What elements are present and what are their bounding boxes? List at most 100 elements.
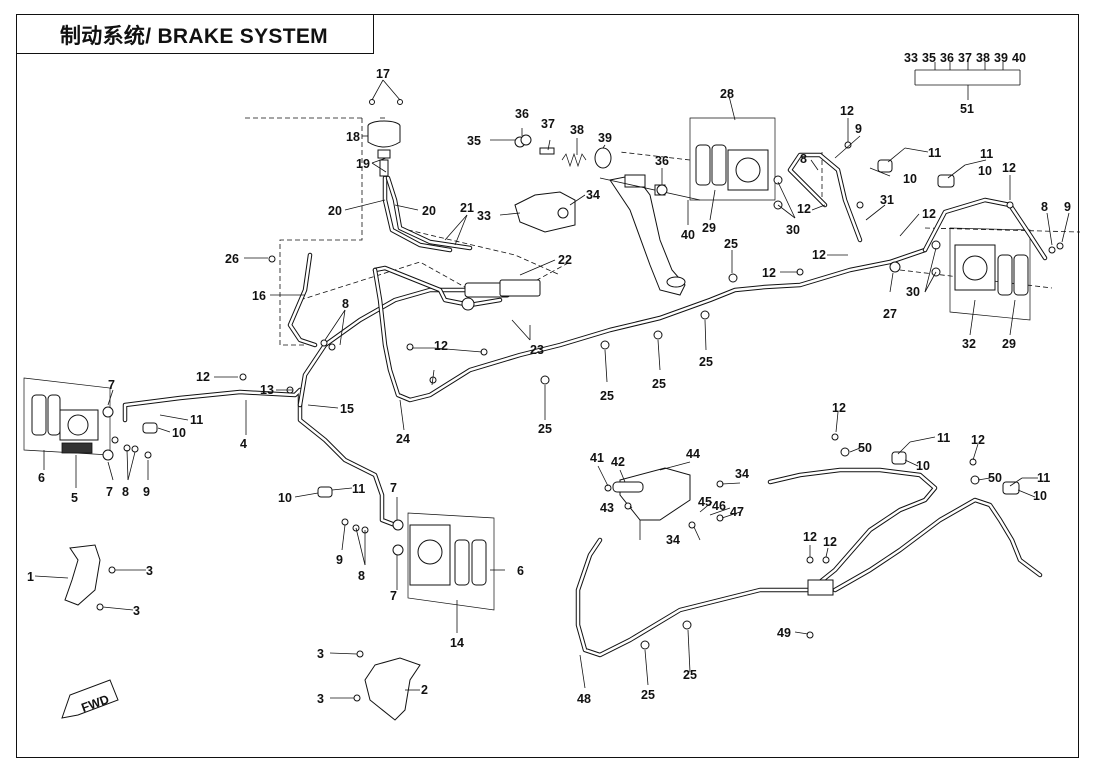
callout-1: 1 [27, 570, 34, 584]
callout-8-rear-left: 8 [800, 152, 807, 166]
callout-27: 27 [883, 307, 897, 321]
callout-22: 22 [558, 253, 572, 267]
callout-29-left: 29 [702, 221, 716, 235]
callout-25-a: 25 [538, 422, 552, 436]
brake-pedal [514, 136, 701, 296]
callout-29-right: 29 [1002, 337, 1016, 351]
callout-8-left: 8 [122, 485, 129, 499]
callout-41: 41 [590, 451, 604, 465]
callout-46: 46 [712, 499, 726, 513]
callout-13: 13 [260, 383, 274, 397]
callout-45: 45 [698, 495, 712, 509]
callout-3-c: 3 [317, 647, 324, 661]
callout-12-rear-d: 12 [1002, 161, 1016, 175]
spring [561, 152, 587, 168]
callout-2: 2 [421, 683, 428, 697]
callout-18: 18 [346, 130, 360, 144]
callout-21: 21 [460, 201, 474, 215]
reservoir [367, 120, 401, 177]
callout-12-top: 12 [840, 104, 854, 118]
callout-43: 43 [600, 501, 614, 515]
callout-24: 24 [396, 432, 410, 446]
callout-44: 44 [686, 447, 700, 461]
callout-38: 38 [570, 123, 584, 137]
callout-12-rear-b: 12 [812, 248, 826, 262]
callout-16: 16 [252, 289, 266, 303]
callout-39: 39 [598, 131, 612, 145]
front-right-caliper [392, 519, 487, 586]
callout-35: 35 [467, 134, 481, 148]
right-splash-guard [353, 650, 421, 721]
callout-36-b: 36 [655, 154, 669, 168]
callout-34-a: 34 [586, 188, 600, 202]
callout-3-a: 3 [146, 564, 153, 578]
callout-14: 14 [450, 636, 464, 650]
callout-10-rear-1: 10 [903, 172, 917, 186]
callout-6-right: 6 [517, 564, 524, 578]
callout-31: 31 [880, 193, 894, 207]
callout-12-center: 12 [434, 339, 448, 353]
callout-9-rear-right: 9 [1064, 200, 1071, 214]
callout-51: 51 [960, 102, 974, 116]
callout-7-right-top: 7 [390, 481, 397, 495]
parking-brake-lever [612, 467, 834, 596]
callout-34-b: 34 [735, 467, 749, 481]
callout-49: 49 [777, 626, 791, 640]
callout-35-group: 35 [922, 51, 936, 65]
callout-10-rear-2: 10 [978, 164, 992, 178]
callout-11-park-1: 11 [937, 431, 950, 445]
callout-7-left-bottom: 7 [106, 485, 113, 499]
callout-39-group: 39 [994, 51, 1008, 65]
callout-12-park-a: 12 [832, 401, 846, 415]
callout-47: 47 [730, 505, 744, 519]
front-right-caliper-box [407, 512, 495, 611]
callout-11-front-right: 11 [352, 482, 365, 496]
callout-50-a: 50 [858, 441, 872, 455]
callout-40: 40 [681, 228, 695, 242]
master-cylinder [461, 279, 541, 311]
callout-15: 15 [340, 402, 354, 416]
rear-right-caliper-box [949, 227, 1031, 321]
fwd-arrow: FWD [61, 679, 119, 719]
rear-left-caliper-box [689, 117, 776, 201]
callout-3-b: 3 [133, 604, 140, 618]
cable-boots [142, 159, 1020, 498]
title-box [16, 14, 374, 54]
callout-7-right-bottom: 7 [390, 589, 397, 603]
callout-8-top: 8 [342, 297, 349, 311]
callout-19: 19 [356, 157, 370, 171]
callout-37-group: 37 [958, 51, 972, 65]
callout-12-rear-a: 12 [797, 202, 811, 216]
callout-33-group: 33 [904, 51, 918, 65]
assembly-outlines [245, 117, 1081, 346]
left-splash-guard [64, 544, 116, 611]
callout-12-left: 12 [196, 370, 210, 384]
rear-right-caliper [931, 240, 1029, 296]
callout-23: 23 [530, 343, 544, 357]
callout-38-group: 38 [976, 51, 990, 65]
pedal-bracket [514, 191, 576, 233]
diagram-frame [16, 14, 1079, 758]
callout-labels: 17 18 19 20 20 21 22 23 24 26 16 8 12 13… [27, 51, 1071, 706]
front-left-caliper [31, 394, 114, 461]
callout-10-park-1: 10 [916, 459, 930, 473]
callout-34-c: 34 [666, 533, 680, 547]
callout-4: 4 [240, 437, 247, 451]
callout-32: 32 [962, 337, 976, 351]
callout-10-left: 10 [172, 426, 186, 440]
callout-25-b: 25 [600, 389, 614, 403]
leader-lines [34, 62, 1070, 699]
callout-37: 37 [541, 117, 555, 131]
callout-9-right: 9 [336, 553, 343, 567]
callout-8-right: 8 [358, 569, 365, 583]
callout-12-park-b: 12 [971, 433, 985, 447]
callout-26: 26 [225, 252, 239, 266]
callout-8-rear-right: 8 [1041, 200, 1048, 214]
callout-50-b: 50 [988, 471, 1002, 485]
diagram-title: 制动系统/ BRAKE SYSTEM [60, 25, 328, 48]
callout-30-right: 30 [906, 285, 920, 299]
callout-28: 28 [720, 87, 734, 101]
brake-lines [122, 152, 1048, 528]
callout-11-park-2: 11 [1037, 471, 1050, 485]
